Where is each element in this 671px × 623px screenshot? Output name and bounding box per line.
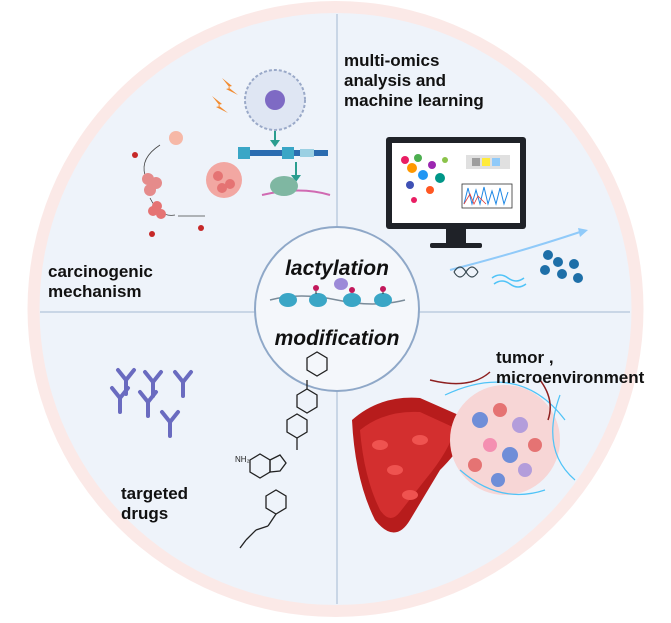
- nucleosome-chain: [269, 278, 406, 307]
- label-top-left: carcinogenic mechanism: [48, 262, 153, 301]
- lightning-icon: [212, 78, 238, 113]
- computer-monitor-icon: [386, 137, 526, 248]
- label-bottom-right: tumor , microenvironment: [496, 348, 645, 387]
- molecule-structure-icon: [239, 351, 328, 549]
- center-title-line1: lactylation: [285, 257, 389, 280]
- label-top-right: multi-omics analysis and machine learnin…: [344, 51, 484, 110]
- center-title-line2: modification: [274, 327, 400, 350]
- antibody-icon: [110, 368, 193, 438]
- blood-vessel-icon: [352, 371, 576, 533]
- cell-icon: [244, 69, 306, 147]
- center-circle: [254, 226, 420, 392]
- tsne-plot: [401, 154, 448, 203]
- label-bottom-left: targeted drugs: [121, 484, 189, 523]
- nh2-label: NH₂: [235, 455, 250, 464]
- cancer-progression-cycle: [132, 131, 242, 237]
- omics-progression: [449, 228, 588, 288]
- dna-icon: [238, 147, 331, 196]
